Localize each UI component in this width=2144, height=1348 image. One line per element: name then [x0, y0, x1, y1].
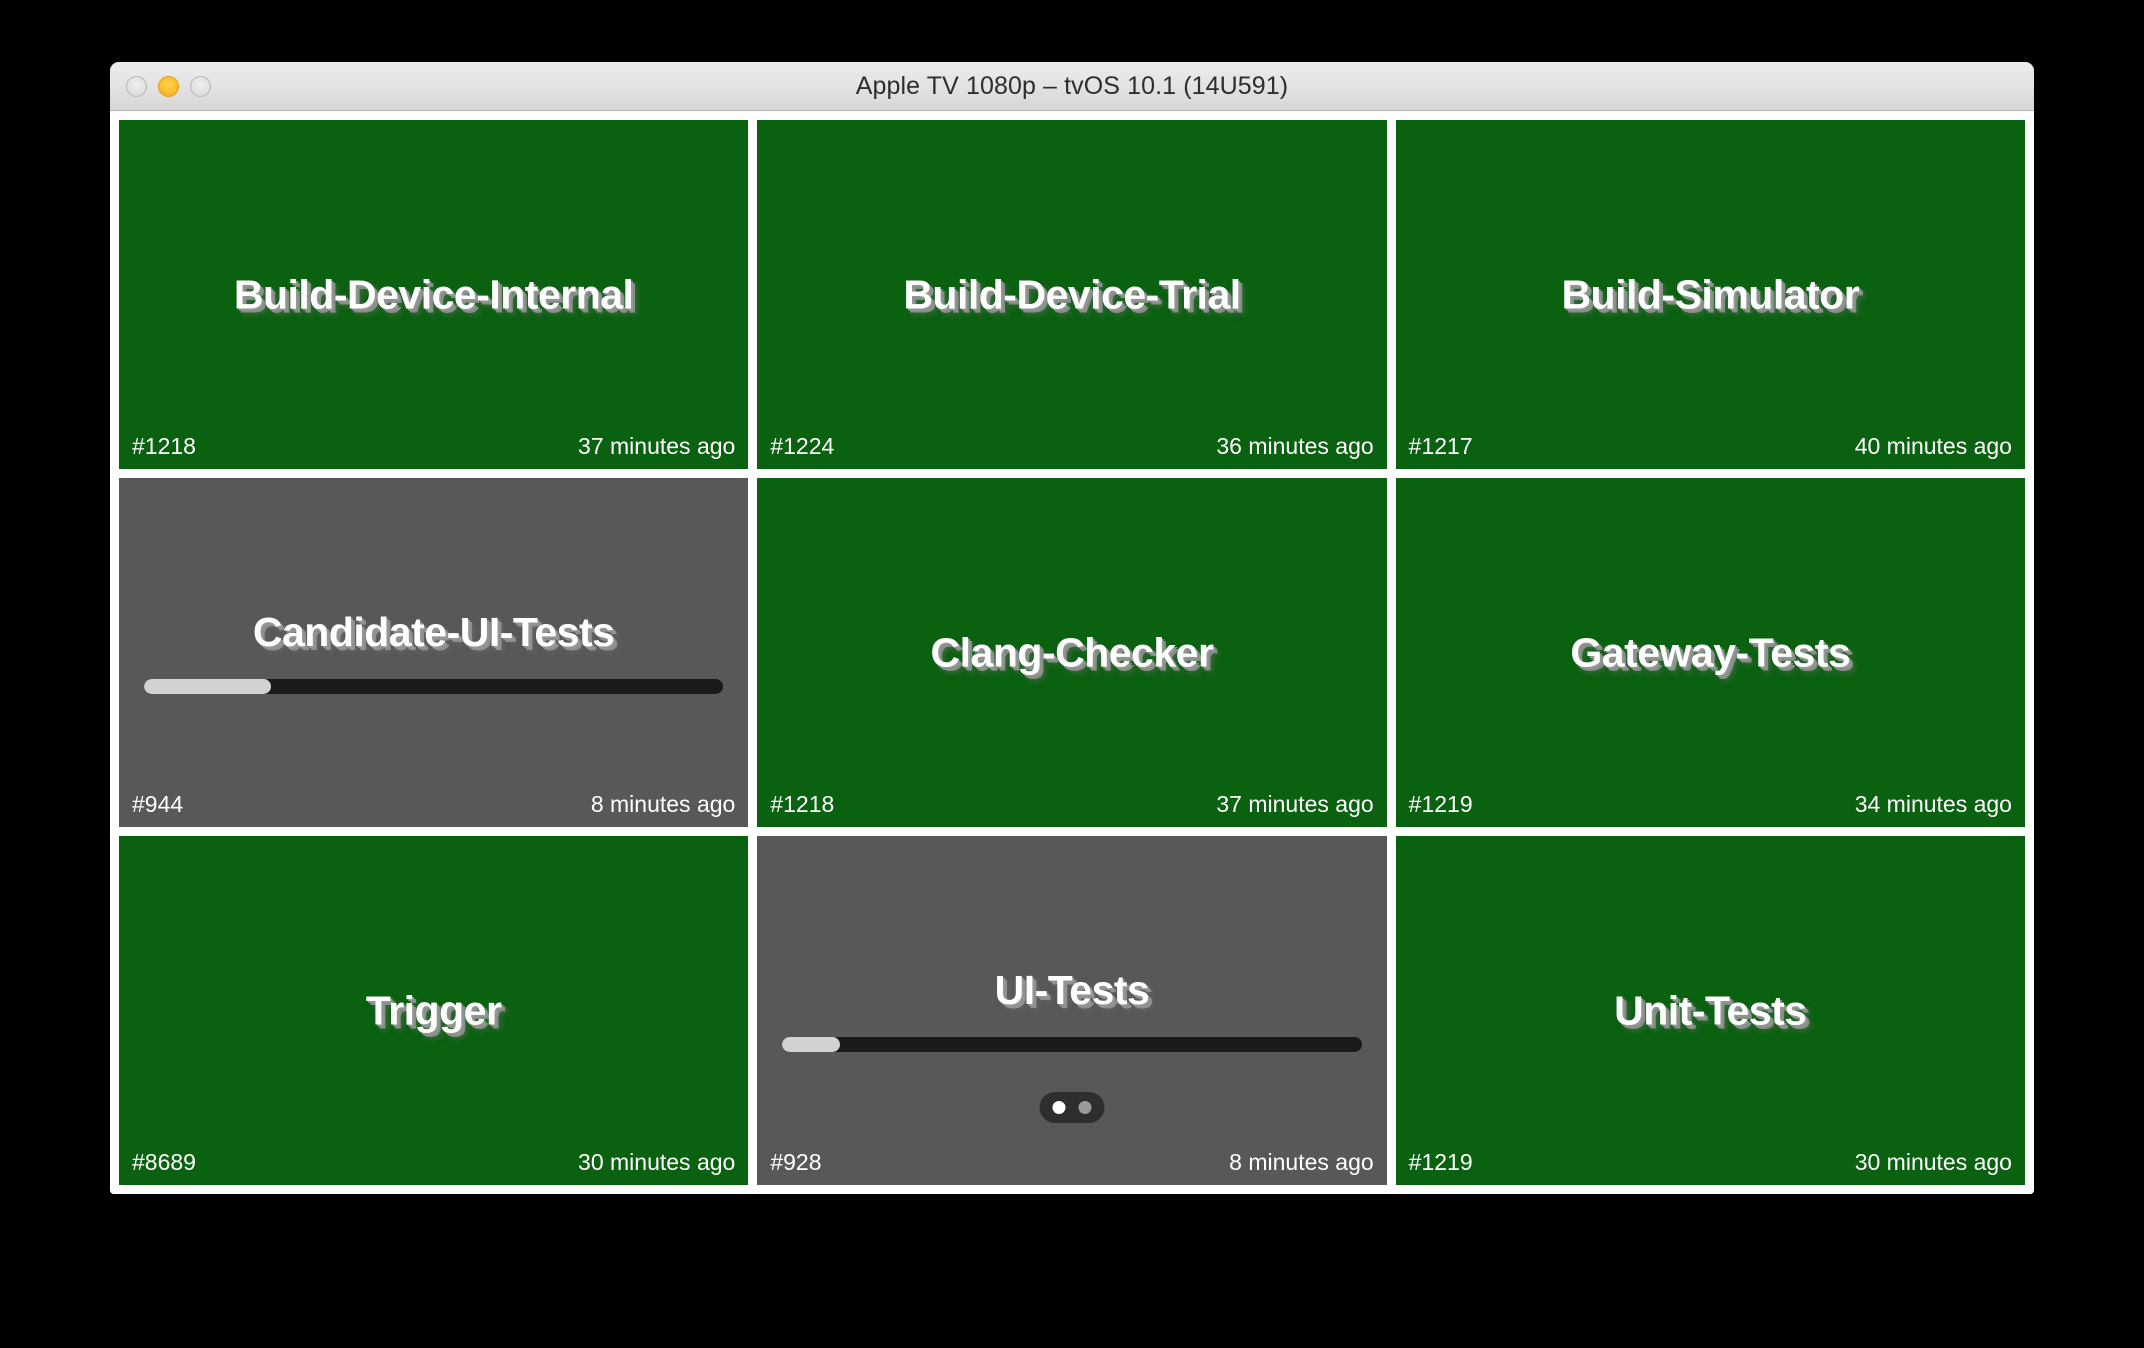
tile-build-number: #1218 — [132, 432, 196, 459]
build-tile[interactable]: Gateway-Tests #1219 34 minutes ago — [1395, 478, 2025, 827]
tile-footer: #944 8 minutes ago — [119, 791, 748, 827]
build-tile[interactable]: Build-Device-Trial #1224 36 minutes ago — [757, 120, 1387, 469]
tile-title: Build-Simulator — [1561, 271, 1860, 317]
traffic-light-group — [126, 62, 211, 110]
build-tile[interactable]: Build-Device-Internal #1218 37 minutes ago — [119, 120, 749, 469]
tile-footer: #1219 30 minutes ago — [1396, 1149, 2025, 1185]
tile-title: Trigger — [365, 987, 502, 1033]
tile-build-number: #1217 — [1408, 432, 1473, 459]
build-tile[interactable]: Candidate-UI-Tests #944 8 minutes ago — [119, 478, 749, 827]
tile-build-number: #928 — [770, 1148, 822, 1175]
tile-center: Build-Device-Trial — [757, 274, 1386, 315]
tile-build-number: #1219 — [1408, 790, 1473, 817]
tile-center: Build-Device-Internal — [119, 274, 748, 315]
tile-footer: #1218 37 minutes ago — [119, 433, 748, 469]
tile-timestamp: 8 minutes ago — [590, 790, 736, 817]
tile-title: Unit-Tests — [1614, 987, 1807, 1033]
tile-center: Clang-Checker — [757, 632, 1386, 673]
tile-timestamp: 30 minutes ago — [1854, 1148, 2012, 1175]
page-dot[interactable] — [1052, 1101, 1066, 1114]
tile-build-number: #8689 — [132, 1148, 196, 1175]
tile-footer: #1218 37 minutes ago — [757, 791, 1386, 827]
tile-footer: #1224 36 minutes ago — [757, 433, 1386, 469]
tile-title: Candidate-UI-Tests — [252, 608, 615, 655]
tile-build-number: #1224 — [770, 432, 835, 459]
build-tile[interactable]: UI-Tests #928 8 minutes ago — [757, 836, 1387, 1185]
progress-bar — [144, 678, 724, 694]
minimize-button[interactable] — [158, 75, 179, 97]
window-title: Apple TV 1080p – tvOS 10.1 (14U591) — [855, 71, 1289, 100]
tile-title: Build-Device-Trial — [903, 271, 1241, 317]
tile-center: Build-Simulator — [1396, 274, 2025, 315]
progress-fill — [782, 1036, 841, 1052]
tile-center: Gateway-Tests — [1396, 632, 2025, 673]
tile-timestamp: 8 minutes ago — [1229, 1148, 1374, 1175]
tile-build-number: #1219 — [1408, 1148, 1473, 1175]
window-titlebar[interactable]: Apple TV 1080p – tvOS 10.1 (14U591) — [110, 62, 2034, 111]
tile-title: UI-Tests — [994, 966, 1150, 1013]
tile-footer: #1219 34 minutes ago — [1396, 791, 2025, 827]
tile-footer: #1217 40 minutes ago — [1396, 433, 2025, 469]
build-tile[interactable]: Clang-Checker #1218 37 minutes ago — [757, 478, 1387, 827]
build-tile[interactable]: Unit-Tests #1219 30 minutes ago — [1395, 836, 2025, 1185]
tile-footer: #928 8 minutes ago — [757, 1149, 1386, 1185]
tile-center: Unit-Tests — [1396, 990, 2025, 1031]
tile-build-number: #944 — [132, 790, 184, 817]
tile-title: Build-Device-Internal — [233, 271, 634, 317]
progress-track — [144, 678, 724, 694]
tile-title: Gateway-Tests — [1570, 629, 1851, 675]
page-dot[interactable] — [1078, 1101, 1092, 1114]
progress-fill — [144, 678, 272, 694]
tile-center: Candidate-UI-Tests — [119, 608, 748, 694]
zoom-button[interactable] — [190, 75, 211, 97]
simulator-window: Apple TV 1080p – tvOS 10.1 (14U591) Buil… — [110, 62, 2034, 1194]
tile-title: Clang-Checker — [930, 629, 1214, 675]
close-button[interactable] — [126, 75, 147, 97]
tile-timestamp: 30 minutes ago — [578, 1148, 736, 1175]
progress-bar — [782, 1036, 1362, 1052]
tile-footer: #8689 30 minutes ago — [119, 1149, 748, 1185]
build-tile[interactable]: Build-Simulator #1217 40 minutes ago — [1395, 120, 2025, 469]
tile-build-number: #1218 — [770, 790, 835, 817]
build-tile[interactable]: Trigger #8689 30 minutes ago — [119, 836, 749, 1185]
build-tile-grid: Build-Device-Internal #1218 37 minutes ago… — [110, 111, 2034, 1194]
tile-center: UI-Tests — [757, 966, 1386, 1052]
tile-timestamp: 40 minutes ago — [1854, 432, 2012, 459]
tile-center: Trigger — [119, 990, 748, 1031]
tile-timestamp: 37 minutes ago — [1216, 790, 1374, 817]
tile-timestamp: 37 minutes ago — [578, 432, 736, 459]
tile-timestamp: 36 minutes ago — [1216, 432, 1374, 459]
page-indicator[interactable] — [1039, 1092, 1105, 1123]
tile-timestamp: 34 minutes ago — [1854, 790, 2012, 817]
progress-track — [782, 1036, 1362, 1052]
